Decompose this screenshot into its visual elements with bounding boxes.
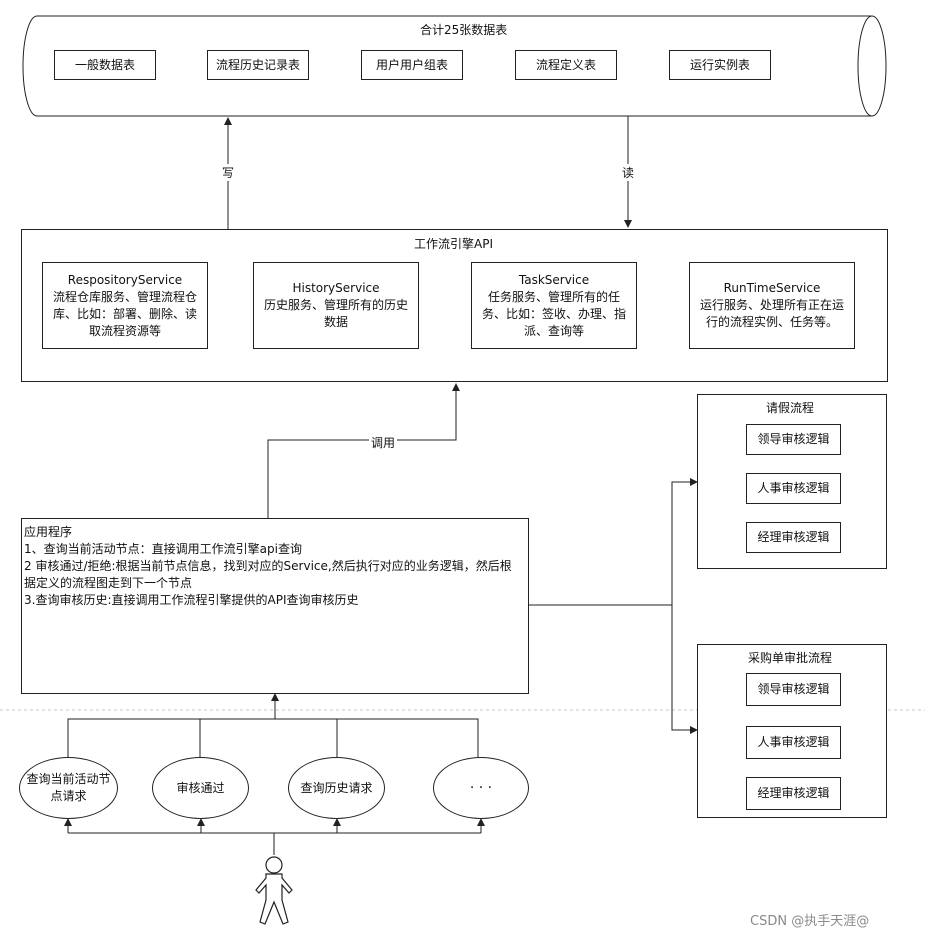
database-title: 合计25张数据表 xyxy=(420,23,508,37)
db-table-process-history: 流程历史记录表 xyxy=(207,50,309,80)
requests-bus-line xyxy=(67,718,479,757)
purchase-step-manager: 经理审核逻辑 xyxy=(746,777,841,810)
request-more: · · · xyxy=(433,757,529,819)
repository-service: RespositoryService 流程仓库服务、管理流程仓 库、比如：部署、… xyxy=(42,262,208,349)
runtime-service: RunTimeService 运行服务、处理所有正在运 行的流程实例、任务等。 xyxy=(689,262,855,349)
request-query-active-node-line-1: 查询当前活动节 xyxy=(26,772,111,786)
leave-process-title: 请假流程 xyxy=(766,401,815,415)
request-query-history: 查询历史请求 xyxy=(288,757,385,819)
history-service-desc-1: 历史服务、管理所有的历史 xyxy=(263,298,408,312)
repository-service-desc-1: 流程仓库服务、管理流程仓 xyxy=(52,289,197,304)
app-line-2: 2 审核通过/拒绝:根据当前节点信息，找到对应的Service,然后执行对应的业… xyxy=(24,559,512,573)
repository-service-name: RespositoryService xyxy=(67,272,183,287)
history-service: HistoryService 历史服务、管理所有的历史 数据 xyxy=(253,262,419,349)
leave-step-hr: 人事审核逻辑 xyxy=(746,473,841,504)
user-actor-icon xyxy=(255,856,293,925)
request-approve-label: 审核通过 xyxy=(176,780,225,795)
task-service-desc-2: 务、比如：签收、办理、指 xyxy=(481,306,626,321)
call-label: 调用 xyxy=(369,434,398,451)
app-title: 应用程序 xyxy=(24,525,73,539)
runtime-service-desc-2: 行的流程实例、任务等。 xyxy=(705,315,838,329)
db-table-general: 一般数据表 xyxy=(54,50,156,80)
runtime-service-desc-1: 运行服务、处理所有正在运 xyxy=(699,298,844,312)
application-program: 应用程序 1、查询当前活动节点：直接调用工作流引擎api查询 2 审核通过/拒绝… xyxy=(21,518,529,694)
purchase-step-hr: 人事审核逻辑 xyxy=(746,726,841,759)
app-line-4: 3.查询审核历史:直接调用工作流程引擎提供的API查询审核历史 xyxy=(24,593,359,607)
request-more-label: · · · xyxy=(469,779,493,796)
request-query-active-node-line-2: 点请求 xyxy=(50,789,87,803)
app-to-leave-process-arrow xyxy=(671,478,698,605)
task-service-desc-3: 派、查询等 xyxy=(523,323,584,338)
write-label: 写 xyxy=(220,164,237,181)
db-table-process-definition: 流程定义表 xyxy=(515,50,617,80)
task-service-name: TaskService xyxy=(518,272,590,287)
repository-service-desc-2: 库、比如：部署、删除、读 xyxy=(52,306,197,321)
purchase-process-title: 采购单审批流程 xyxy=(748,651,833,665)
app-to-purchase-process-arrow xyxy=(671,605,698,734)
watermark: CSDN @执手天涯@ xyxy=(750,914,870,929)
task-service: TaskService 任务服务、管理所有的任 务、比如：签收、办理、指 派、查… xyxy=(471,262,637,349)
db-table-runtime-instance: 运行实例表 xyxy=(669,50,771,80)
leave-step-leader: 领导审核逻辑 xyxy=(746,424,841,455)
request-query-active-node: 查询当前活动节 点请求 xyxy=(19,757,118,819)
leave-step-manager: 经理审核逻辑 xyxy=(746,522,841,553)
history-service-desc-2: 数据 xyxy=(323,315,348,329)
runtime-service-name: RunTimeService xyxy=(723,281,821,295)
api-title: 工作流引擎API xyxy=(414,237,493,251)
call-arrow xyxy=(267,383,460,518)
task-service-desc-1: 任务服务、管理所有的任 xyxy=(487,289,620,304)
app-line-3: 据定义的流程图走到下一个节点 xyxy=(24,576,193,590)
database-cylinder-end xyxy=(857,15,873,117)
request-query-history-label: 查询历史请求 xyxy=(300,780,373,795)
db-table-users-groups: 用户用户组表 xyxy=(361,50,463,80)
history-service-name: HistoryService xyxy=(292,281,380,295)
app-line-1: 1、查询当前活动节点：直接调用工作流引擎api查询 xyxy=(24,542,302,556)
request-approve: 审核通过 xyxy=(152,757,249,819)
purchase-step-leader: 领导审核逻辑 xyxy=(746,673,841,706)
read-label: 读 xyxy=(620,164,637,181)
repository-service-desc-3: 取流程资源等 xyxy=(88,323,161,338)
